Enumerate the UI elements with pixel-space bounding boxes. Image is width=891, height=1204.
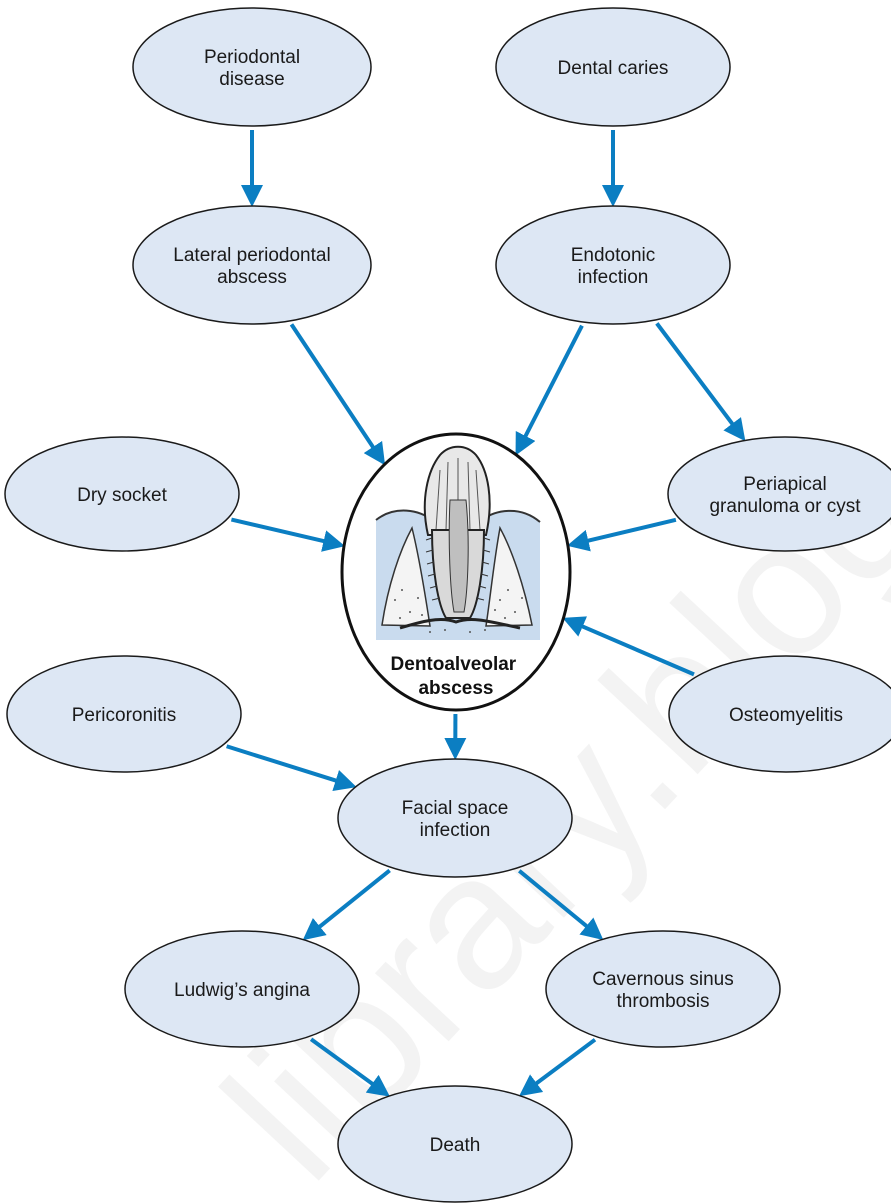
osteomyelitis-label-line: Osteomyelitis [729, 705, 843, 726]
arrow-ludwigs-angina-to-death [309, 1037, 390, 1097]
node-ludwigs-angina: Ludwig’s angina [124, 930, 360, 1048]
arrow-periapical-granuloma-to-dentoalveolar-abscess [566, 517, 677, 552]
periapical-granuloma-label-line: Periapical [743, 474, 826, 495]
endotonic-infection-ellipse [495, 205, 731, 325]
node-dental-caries: Dental caries [495, 7, 731, 127]
pericoronitis-label: Pericoronitis [72, 705, 177, 726]
facial-space-infection-ellipse [337, 758, 573, 878]
dry-socket-label-line: Dry socket [77, 485, 167, 506]
lateral-periodontal-abscess-ellipse [132, 205, 372, 325]
periodontal-disease-label-line: disease [219, 69, 285, 90]
arrow-lateral-periodontal-abscess-to-dentoalveolar-abscess [289, 323, 386, 466]
arrow-endotonic-infection-to-dentoalveolar-abscess [515, 324, 584, 456]
dental-caries-label-line: Dental caries [558, 58, 669, 79]
tooth-illustration [375, 445, 541, 640]
death-label: Death [430, 1135, 481, 1156]
cavernous-sinus-thrombosis-ellipse [545, 930, 781, 1048]
ludwigs-angina-label: Ludwig’s angina [174, 980, 310, 1001]
dental-caries-label: Dental caries [558, 58, 669, 79]
facial-space-infection-label-line: Facial space [402, 798, 509, 819]
lateral-periodontal-abscess-label-line: abscess [217, 267, 287, 288]
node-pericoronitis: Pericoronitis [6, 655, 242, 773]
dry-socket-label: Dry socket [77, 485, 167, 506]
arrow-endotonic-infection-to-periapical-granuloma [655, 322, 746, 442]
periodontal-disease-label-line: Periodontal [204, 47, 300, 68]
ludwigs-angina-label-line: Ludwig’s angina [174, 980, 310, 1001]
node-death: Death [337, 1085, 573, 1203]
endotonic-infection-label-line: Endotonic [571, 245, 656, 266]
facial-space-infection-label-line: infection [420, 820, 491, 841]
arrow-cavernous-sinus-thrombosis-to-death [519, 1038, 597, 1097]
arrow-pericoronitis-to-facial-space-infection [226, 744, 357, 791]
cavernous-sinus-thrombosis-label-line: thrombosis [617, 991, 710, 1012]
osteomyelitis-label: Osteomyelitis [729, 705, 843, 726]
node-dry-socket: Dry socket [4, 436, 240, 552]
dry-socket-ellipse [4, 436, 240, 552]
ludwigs-angina-ellipse [124, 930, 360, 1048]
death-label-line: Death [430, 1135, 481, 1156]
dentoalveolar-abscess-label: Dentoalveolar abscess [391, 654, 522, 699]
endotonic-infection-label-line: infection [578, 267, 649, 288]
periodontal-disease-ellipse [132, 7, 372, 127]
cavernous-sinus-thrombosis-label-line: Cavernous sinus [592, 969, 734, 990]
arrow-facial-space-infection-to-cavernous-sinus-thrombosis [517, 869, 604, 940]
death-ellipse [337, 1085, 573, 1203]
arrow-dry-socket-to-dentoalveolar-abscess [230, 517, 346, 552]
pericoronitis-ellipse [6, 655, 242, 773]
periapical-granuloma-ellipse [667, 436, 891, 552]
node-dentoalveolar-abscess: Dentoalveolar abscess [340, 432, 572, 712]
arrow-osteomyelitis-to-dentoalveolar-abscess [562, 616, 695, 677]
lateral-periodontal-abscess-label-line: Lateral periodontal [173, 245, 330, 266]
periapical-granuloma-label-line: granuloma or cyst [709, 496, 861, 517]
arrow-facial-space-infection-to-ludwigs-angina [302, 868, 391, 941]
arrows-layer [226, 130, 746, 1097]
dental-caries-ellipse [495, 7, 731, 127]
osteomyelitis-ellipse [668, 655, 891, 773]
node-osteomyelitis: Osteomyelitis [668, 655, 891, 773]
pericoronitis-label-line: Pericoronitis [72, 705, 177, 726]
